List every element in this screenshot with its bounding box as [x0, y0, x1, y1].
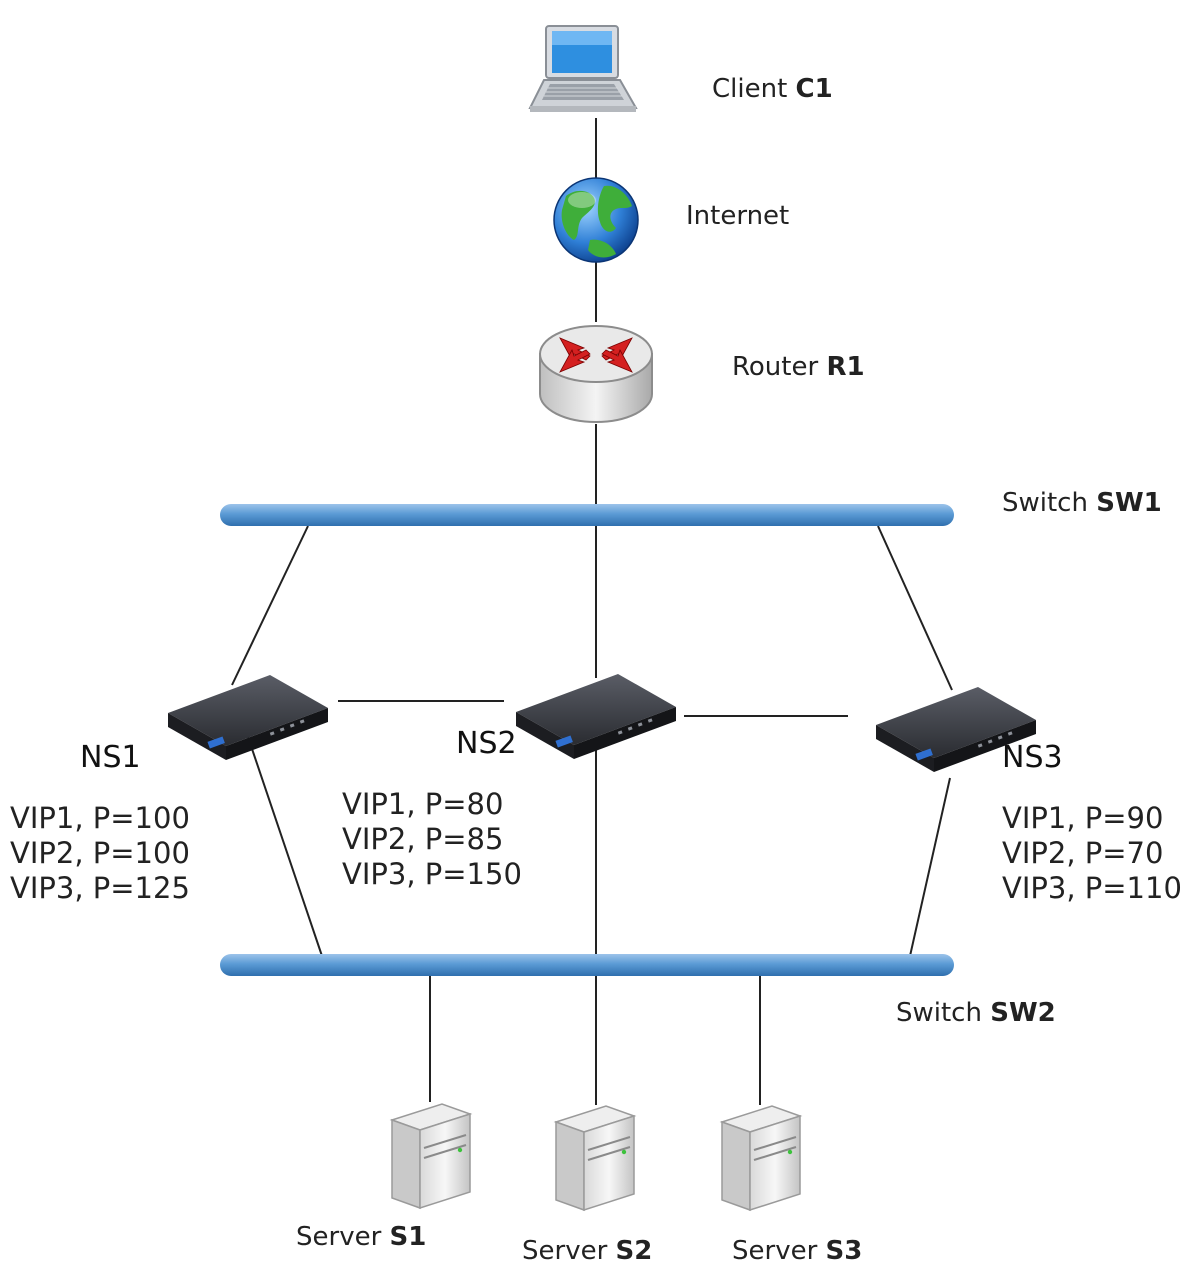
router-label-prefix: Router — [732, 352, 819, 382]
ns1-appliance-icon — [168, 675, 328, 760]
link-ns3-sw2 — [909, 777, 951, 957]
ns3-vip-list: VIP1, P=90 VIP2, P=70 VIP3, P=110 — [1002, 801, 1182, 906]
globe-icon — [553, 177, 639, 263]
ns2-vip1: VIP1, P=80 — [342, 787, 504, 821]
switch-sw2-bar — [220, 954, 954, 976]
ns1-vip1: VIP1, P=100 — [10, 801, 190, 835]
laptop-icon — [528, 25, 638, 112]
server-s3-label: Server S3 — [732, 1236, 862, 1266]
ns3-appliance-icon — [876, 687, 1036, 772]
ns3-vip3: VIP3, P=110 — [1002, 871, 1182, 905]
link-ns1-sw2 — [247, 736, 323, 957]
server-s2-label-prefix: Server — [522, 1236, 608, 1266]
switch-sw1-label: Switch SW1 — [1002, 488, 1162, 518]
router-label-name: R1 — [826, 352, 865, 382]
switch-sw2-label-prefix: Switch — [896, 998, 982, 1028]
ns2-label: NS2 — [456, 726, 517, 761]
ns1-vip3: VIP3, P=125 — [10, 871, 190, 905]
ns2-appliance-icon — [516, 674, 676, 759]
server-s3-label-prefix: Server — [732, 1236, 818, 1266]
ns3-vip1: VIP1, P=90 — [1002, 801, 1164, 835]
ns1-vip2: VIP2, P=100 — [10, 836, 190, 870]
router-icon — [539, 325, 653, 423]
server-s2-icon — [553, 1105, 637, 1212]
switch-sw2-label-name: SW2 — [990, 998, 1056, 1028]
link-sw1-ns1 — [231, 525, 309, 686]
server-s1-icon — [389, 1103, 473, 1210]
router-label: Router R1 — [732, 352, 865, 382]
switch-sw2-label: Switch SW2 — [896, 998, 1056, 1028]
server-s1-label: Server S1 — [296, 1222, 426, 1252]
link-sw1-ns3 — [877, 525, 953, 691]
client-label-prefix: Client — [712, 74, 788, 104]
ns1-vip-list: VIP1, P=100 VIP2, P=100 VIP3, P=125 — [10, 801, 190, 906]
client-label: Client C1 — [712, 74, 833, 104]
switch-sw1-bar — [220, 504, 954, 526]
switch-sw1-label-prefix: Switch — [1002, 488, 1088, 518]
ns2-vip2: VIP2, P=85 — [342, 822, 504, 856]
internet-label: Internet — [686, 201, 789, 231]
server-s1-label-prefix: Server — [296, 1222, 382, 1252]
server-s1-label-name: S1 — [389, 1222, 427, 1252]
server-s2-label-name: S2 — [615, 1236, 653, 1266]
ns3-vip2: VIP2, P=70 — [1002, 836, 1164, 870]
ns3-label: NS3 — [1002, 740, 1063, 775]
links — [231, 118, 953, 1105]
internet-label-text: Internet — [686, 201, 790, 231]
server-s3-label-name: S3 — [825, 1236, 863, 1266]
ns2-vip3: VIP3, P=150 — [342, 857, 522, 891]
client-label-name: C1 — [795, 74, 833, 104]
ns1-label: NS1 — [80, 740, 141, 775]
server-s3-icon — [719, 1105, 803, 1212]
ns2-vip-list: VIP1, P=80 VIP2, P=85 VIP3, P=150 — [342, 787, 522, 892]
server-s2-label: Server S2 — [522, 1236, 652, 1266]
switch-sw1-label-name: SW1 — [1096, 488, 1162, 518]
